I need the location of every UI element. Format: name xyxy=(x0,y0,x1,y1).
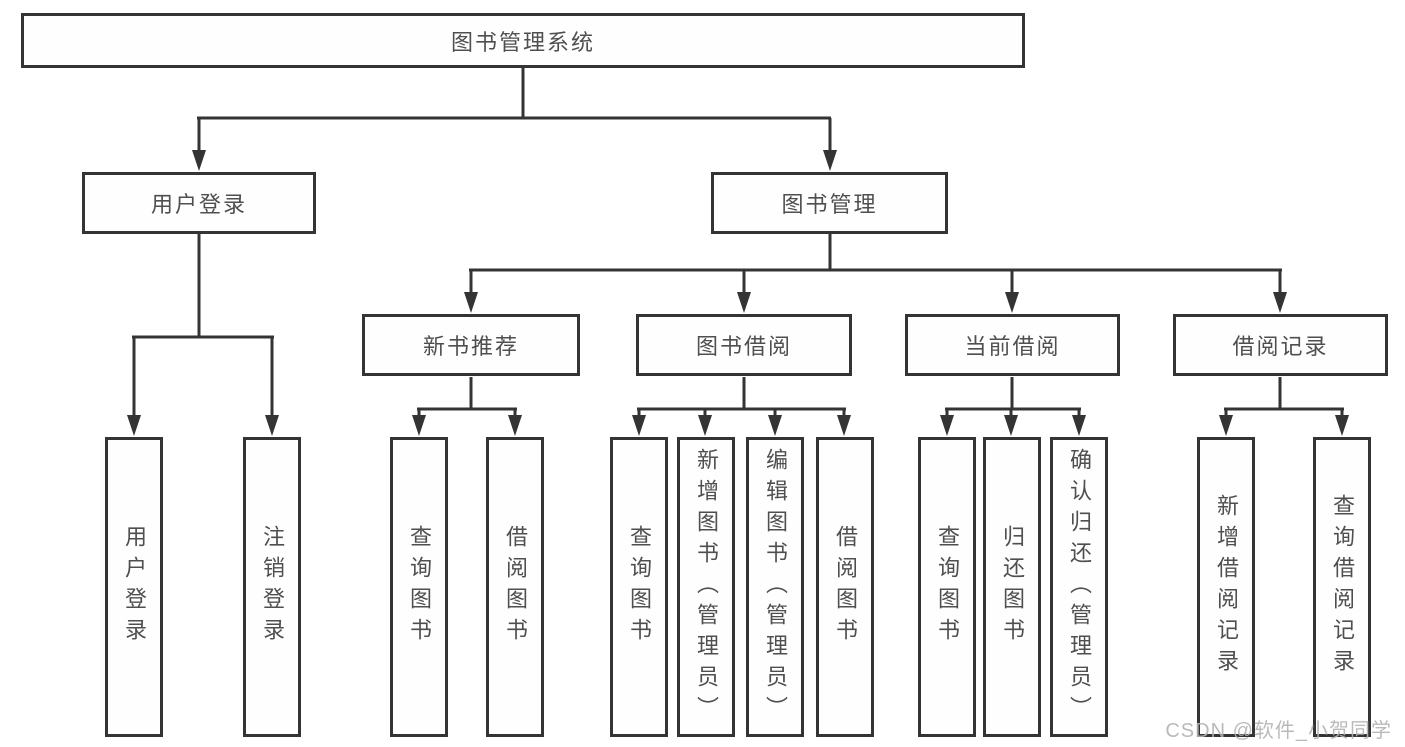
leaf-logout-label: 注销登录 xyxy=(260,525,285,649)
csdn-watermark: CSDN @软件_小贺同学 xyxy=(1165,720,1392,742)
node-current-borrowing: 当前借阅 xyxy=(905,314,1120,376)
leaf-user-login: 用户登录 xyxy=(105,437,163,737)
node-user-login-label: 用户登录 xyxy=(150,192,247,217)
leaf-logout: 注销登录 xyxy=(243,437,301,737)
node-book-management-label: 图书管理 xyxy=(781,192,878,217)
node-borrow-records: 借阅记录 xyxy=(1173,314,1388,376)
leaf-query-books-borrowing: 查询图书 xyxy=(610,437,668,737)
leaf-confirm-return-admin-label: 确认归还（管理员） xyxy=(1067,447,1092,727)
node-user-login: 用户登录 xyxy=(82,172,316,234)
leaf-query-borrow-record: 查询借阅记录 xyxy=(1313,437,1371,737)
leaf-query-books-recommend-label: 查询图书 xyxy=(407,525,432,649)
leaf-add-borrow-record: 新增借阅记录 xyxy=(1197,437,1255,737)
node-borrow-records-label: 借阅记录 xyxy=(1232,334,1329,359)
leaf-query-books-current: 查询图书 xyxy=(918,437,976,737)
leaf-borrow-books-recommend-label: 借阅图书 xyxy=(503,525,528,649)
leaf-query-books-recommend: 查询图书 xyxy=(390,437,448,737)
leaf-add-borrow-record-label: 新增借阅记录 xyxy=(1214,494,1239,680)
node-library-system-label: 图书管理系统 xyxy=(450,29,595,55)
leaf-return-books: 归还图书 xyxy=(983,437,1041,737)
leaf-borrow-books-recommend: 借阅图书 xyxy=(486,437,544,737)
leaf-query-books-current-label: 查询图书 xyxy=(935,525,960,649)
leaf-borrow-books: 借阅图书 xyxy=(816,437,874,737)
node-current-borrowing-label: 当前借阅 xyxy=(964,334,1061,359)
node-library-system: 图书管理系统 xyxy=(21,13,1025,68)
leaf-return-books-label: 归还图书 xyxy=(1000,525,1025,649)
leaf-edit-books-admin-label: 编辑图书（管理员） xyxy=(763,447,788,727)
leaf-confirm-return-admin: 确认归还（管理员） xyxy=(1050,437,1108,737)
node-book-borrowing-label: 图书借阅 xyxy=(695,334,792,359)
node-new-book-recommend: 新书推荐 xyxy=(362,314,580,376)
node-book-management: 图书管理 xyxy=(711,172,948,234)
leaf-user-login-label: 用户登录 xyxy=(122,525,147,649)
leaf-edit-books-admin: 编辑图书（管理员） xyxy=(746,437,804,737)
leaf-borrow-books-label: 借阅图书 xyxy=(833,525,858,649)
leaf-add-books-admin: 新增图书（管理员） xyxy=(677,437,735,737)
leaf-add-books-admin-label: 新增图书（管理员） xyxy=(694,447,719,727)
leaf-query-borrow-record-label: 查询借阅记录 xyxy=(1330,494,1355,680)
node-book-borrowing: 图书借阅 xyxy=(636,314,852,376)
node-new-book-recommend-label: 新书推荐 xyxy=(422,334,519,359)
leaf-query-books-borrowing-label: 查询图书 xyxy=(627,525,652,649)
